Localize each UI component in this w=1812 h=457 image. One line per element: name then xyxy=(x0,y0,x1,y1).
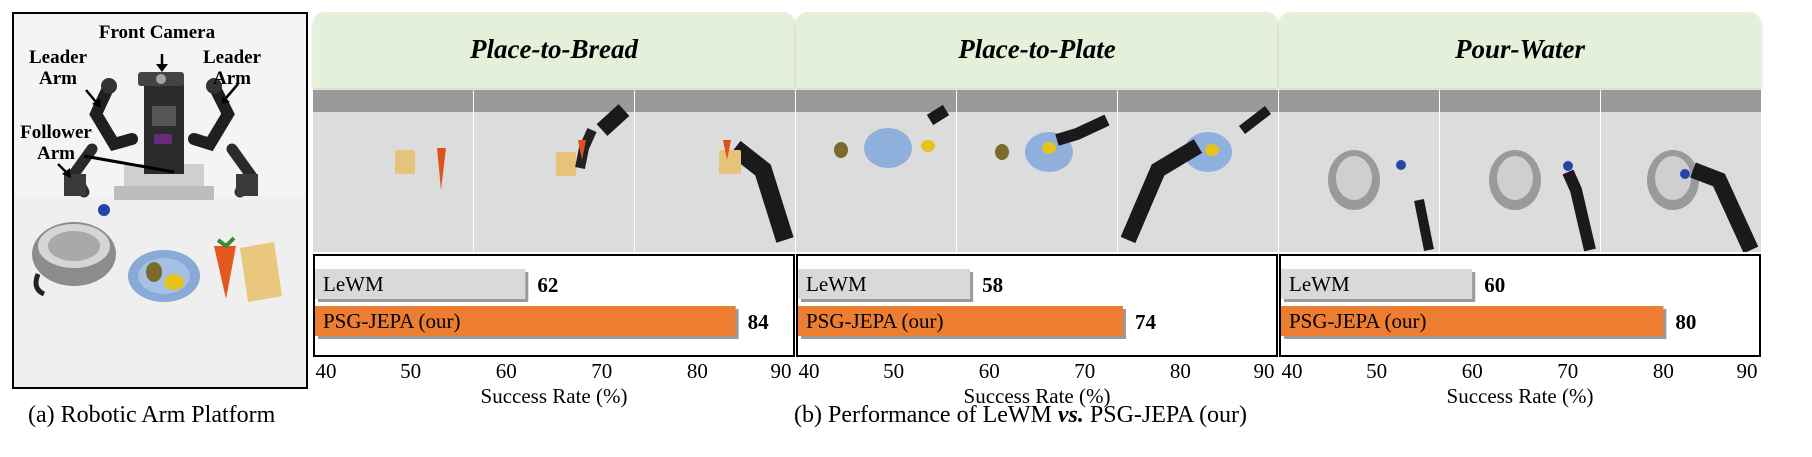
camera-frame-1 xyxy=(1279,90,1439,252)
x-tick-label: 40 xyxy=(1281,359,1303,383)
bar-category-label: PSG-JEPA (our) xyxy=(806,309,944,333)
label-front-camera: Front Camera xyxy=(98,22,216,43)
bar-value-label: 80 xyxy=(1675,310,1697,334)
bar-psg-jepa xyxy=(798,306,1124,336)
bar-value-label: 62 xyxy=(537,273,559,297)
x-tick-label: 60 xyxy=(978,359,1000,383)
x-axis-ticks: 40 50 60 70 80 90 xyxy=(796,357,1278,385)
bar-category-label: PSG-JEPA (our) xyxy=(1289,309,1427,333)
bar-category-label: LeWM xyxy=(1289,272,1350,296)
label-leader-arm-left: Leader Arm xyxy=(28,47,88,89)
x-tick-label: 90 xyxy=(1736,359,1758,383)
task-header: Pour-Water xyxy=(1279,12,1761,88)
x-tick-label: 60 xyxy=(495,359,517,383)
x-tick-label: 80 xyxy=(1652,359,1674,383)
camera-frame-1 xyxy=(796,90,956,252)
x-axis-label: Success Rate (%) xyxy=(480,384,628,408)
bar-psg-jepa xyxy=(1281,306,1664,336)
label-leader-arm-right: Leader Arm xyxy=(202,47,262,89)
bar-value-label: 60 xyxy=(1484,273,1506,297)
task-title: Place-to-Bread xyxy=(470,34,638,64)
label-follower-arm: Follower Arm xyxy=(20,122,92,164)
caption-b-suffix: PSG-JEPA (our) xyxy=(1083,402,1248,428)
bar-layer xyxy=(315,269,739,339)
robot-platform-illustration xyxy=(14,14,306,387)
task-header: Place-to-Plate xyxy=(796,12,1278,88)
bar-category-label: LeWM xyxy=(806,272,867,296)
bar-value-label: 74 xyxy=(1135,310,1157,334)
x-tick-label: 90 xyxy=(1253,359,1275,383)
camera-frame-2 xyxy=(1440,90,1600,252)
camera-frame-3 xyxy=(1118,90,1278,252)
camera-frame-3 xyxy=(1601,90,1761,252)
camera-frames xyxy=(313,90,795,252)
x-tick-label: 80 xyxy=(1169,359,1191,383)
x-tick-label: 50 xyxy=(1366,359,1388,383)
camera-frame-2 xyxy=(957,90,1117,252)
bar-layer xyxy=(1281,269,1667,339)
camera-frames xyxy=(796,90,1278,252)
x-tick-label: 60 xyxy=(1461,359,1483,383)
bar-value-label: 58 xyxy=(982,273,1004,297)
x-axis-label: Success Rate (%) xyxy=(963,384,1111,408)
camera-frame-1 xyxy=(313,90,473,252)
camera-frame-2 xyxy=(474,90,634,252)
task-title: Pour-Water xyxy=(1454,34,1585,64)
bar-lewm xyxy=(315,269,526,299)
bar-layer xyxy=(798,269,1127,339)
bar-psg-jepa xyxy=(315,306,736,336)
x-tick-label: 70 xyxy=(591,359,613,383)
bar-category-label: LeWM xyxy=(323,272,384,296)
x-axis-ticks: 40 50 60 70 80 90 xyxy=(1279,357,1761,385)
bar-category-label: PSG-JEPA (our) xyxy=(323,309,461,333)
x-tick-label: 70 xyxy=(1074,359,1096,383)
x-tick-label: 80 xyxy=(686,359,708,383)
task-header: Place-to-Bread xyxy=(313,12,795,88)
robot-platform-photo: Front Camera Leader Arm Leader Arm Follo… xyxy=(12,12,308,389)
x-axis-ticks: 40 50 60 70 80 90 xyxy=(313,357,795,385)
x-axis-label: Success Rate (%) xyxy=(1446,384,1594,408)
caption-b-vs: vs. xyxy=(1057,402,1084,428)
camera-frame-3 xyxy=(635,90,795,252)
caption-a: (a) Robotic Arm Platform xyxy=(28,402,276,428)
bar-lewm xyxy=(798,269,971,299)
caption-b-prefix: (b) Performance of LeWM xyxy=(794,402,1058,428)
x-tick-label: 50 xyxy=(400,359,422,383)
x-tick-label: 90 xyxy=(770,359,792,383)
task-title: Place-to-Plate xyxy=(958,34,1116,64)
bar-lewm xyxy=(1281,269,1473,299)
camera-frames xyxy=(1279,90,1761,252)
x-tick-label: 40 xyxy=(315,359,337,383)
x-tick-label: 40 xyxy=(798,359,820,383)
x-tick-label: 50 xyxy=(883,359,905,383)
caption-b: (b) Performance of LeWM vs. PSG-JEPA (ou… xyxy=(794,402,1247,429)
x-tick-label: 70 xyxy=(1557,359,1579,383)
bar-value-label: 84 xyxy=(747,310,769,334)
